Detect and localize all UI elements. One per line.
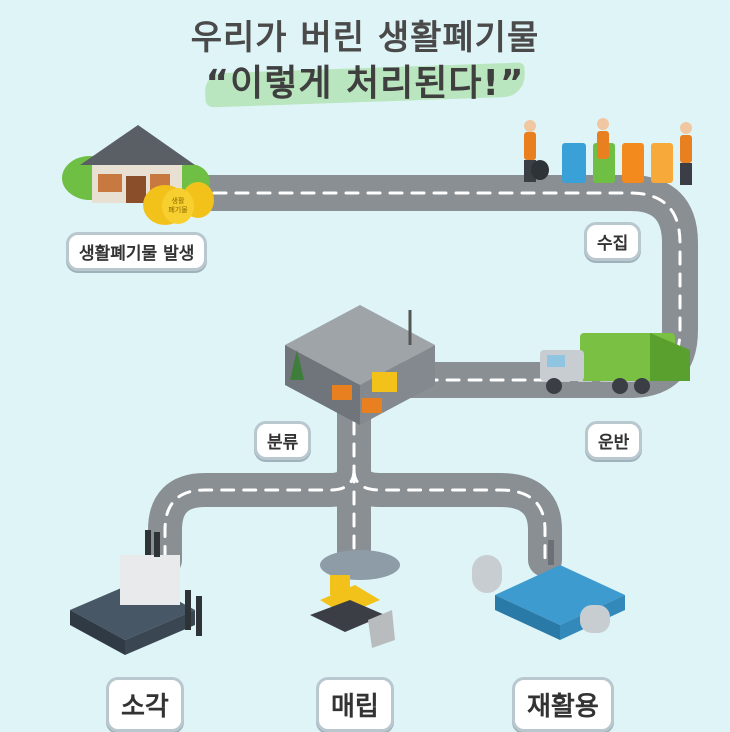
garbage-truck-icon bbox=[540, 333, 690, 394]
svg-text:생활: 생활 bbox=[172, 196, 185, 205]
sorting-facility-icon bbox=[285, 305, 435, 425]
stage-label-incineration: 소각 bbox=[106, 677, 184, 732]
stage-label-recycling: 재활용 bbox=[512, 677, 614, 732]
svg-text:폐기물: 폐기물 bbox=[168, 205, 188, 214]
recycling-plant-icon bbox=[472, 540, 625, 640]
bulldozer-icon bbox=[310, 550, 400, 648]
recycle-bin-icon bbox=[562, 143, 673, 183]
stage-label-transport: 운반 bbox=[585, 421, 643, 460]
incinerator-icon bbox=[70, 530, 202, 655]
garbage-bag-icon: 생활 폐기물 bbox=[143, 182, 214, 225]
title-line-2: “이렇게 처리된다!” bbox=[205, 63, 525, 104]
worker-icon bbox=[597, 118, 692, 185]
stage-label-landfill: 매립 bbox=[316, 677, 394, 732]
stage-label-collection: 수집 bbox=[584, 222, 642, 261]
stage-label-generation: 생활폐기물 발생 bbox=[66, 232, 208, 271]
stage-label-sorting: 분류 bbox=[254, 421, 312, 460]
title-line-1: 우리가 버린 생활폐기물 bbox=[190, 18, 540, 58]
worker-icon bbox=[524, 120, 549, 182]
